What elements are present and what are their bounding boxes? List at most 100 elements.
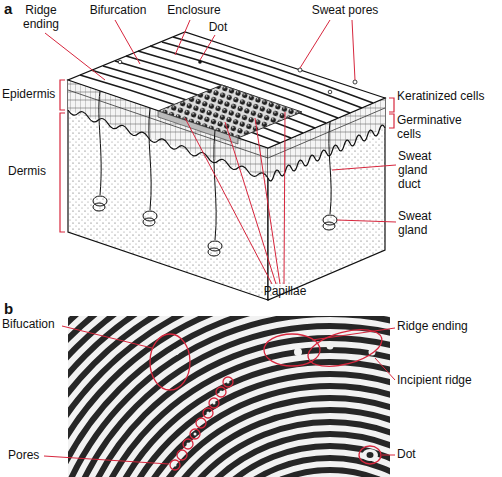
- fingerprint-ridge: [68, 316, 390, 477]
- sweat-gland: [149, 108, 151, 210]
- fingerprint-ridge: [68, 316, 390, 477]
- sweat-pore: [328, 90, 332, 94]
- leader-line: [375, 358, 395, 380]
- leader-line: [225, 122, 276, 284]
- layer-label: Dermis: [8, 165, 58, 179]
- pore: [181, 454, 184, 457]
- feature-marker: [150, 323, 386, 470]
- feature-label: Sweat pores: [300, 4, 390, 18]
- fingerprint-image: [68, 316, 390, 477]
- fingerprint-ridge: [68, 316, 390, 477]
- sweat-gland: [208, 248, 220, 256]
- leader-line: [175, 20, 190, 55]
- leader-line: [62, 326, 152, 348]
- leader-line: [332, 165, 396, 170]
- part-label: Sweat gland duct: [398, 150, 442, 191]
- part-label: Sweat gland: [398, 210, 442, 238]
- ridge-dot: [198, 60, 202, 64]
- leader-line: [312, 328, 395, 340]
- sweat-pore: [298, 68, 302, 72]
- ridge-gap: [173, 343, 376, 357]
- feature-label: Ridge ending: [397, 320, 497, 334]
- fingerprint-ridge: [68, 316, 390, 477]
- part-label: Papillae: [250, 285, 320, 299]
- sweat-pore: [118, 60, 357, 94]
- feature-label: Dot: [397, 448, 437, 462]
- feature-marker: [203, 408, 213, 418]
- top-surface: [158, 111, 238, 144]
- fingerprint-ridge: [68, 316, 390, 477]
- top-surface: [68, 32, 385, 148]
- feature-marker: [196, 418, 206, 428]
- layer-label: Epidermis: [2, 88, 60, 102]
- panel-letter: b: [4, 300, 24, 317]
- ridge-dot: [367, 452, 374, 458]
- leader-line: [300, 20, 330, 68]
- pore: [220, 391, 223, 394]
- fingerprint-ridge: [68, 316, 390, 477]
- fingerprint-ridge: [152, 422, 390, 477]
- sweat-pore: [118, 60, 122, 64]
- fingerprint-ridge: [68, 316, 390, 477]
- feature-marker: [150, 334, 190, 390]
- feature-marker: [304, 323, 386, 374]
- feature-marker: [209, 398, 219, 408]
- layer-bracket: [389, 114, 394, 128]
- ridge-gap: [173, 349, 179, 355]
- feature-marker: [223, 377, 233, 387]
- feature-label: Incipient ridge: [397, 374, 497, 388]
- feature-marker: [183, 439, 193, 449]
- feature-label: Dot: [203, 21, 233, 35]
- layer-bracket: [60, 80, 394, 232]
- sweat-pore: [353, 80, 357, 84]
- top-surface: [158, 85, 302, 138]
- leader-line: [337, 220, 396, 222]
- leader-line: [382, 455, 395, 456]
- fingerprint-ridge: [164, 434, 390, 477]
- sweat-gland: [329, 122, 331, 214]
- leader-line: [45, 33, 105, 80]
- feature-marker: [190, 429, 200, 439]
- layer-bracket: [60, 80, 65, 110]
- feature-label: Bifucation: [2, 318, 68, 332]
- feature-marker: [216, 387, 226, 397]
- fingerprint-ridge: [68, 316, 390, 477]
- panel-letter: a: [4, 0, 24, 17]
- fingerprint-ridge: [68, 326, 390, 477]
- sweat-gland: [99, 91, 101, 195]
- sweat-gland: [93, 203, 105, 211]
- sweat-gland: [323, 222, 335, 230]
- sweat-gland: [143, 218, 155, 226]
- feature-label: Enclosure: [160, 4, 228, 18]
- feature-marker: [264, 334, 320, 366]
- feature-label: Ridge ending: [18, 4, 64, 32]
- leader-line: [44, 326, 395, 464]
- fingerprint-ridge: [68, 316, 390, 477]
- sweat-gland: [93, 91, 337, 256]
- leader-line: [200, 35, 215, 60]
- layer-label: Germinative cells: [397, 114, 487, 142]
- fingerprint-ridge: [68, 316, 390, 477]
- leader-line: [115, 20, 140, 64]
- ridge-gap: [294, 348, 302, 356]
- feature-marker: [359, 446, 381, 464]
- sweat-gland: [214, 130, 216, 240]
- pore: [194, 433, 197, 436]
- feature-label: Pores: [8, 449, 48, 463]
- dot-background: [362, 449, 378, 461]
- top-surface: [158, 85, 302, 138]
- pore: [227, 381, 230, 384]
- leader-line: [352, 20, 355, 80]
- layer-bracket: [60, 113, 65, 232]
- feature-marker: [177, 450, 187, 460]
- layer-label: Keratinized cells: [397, 90, 487, 104]
- leader-line: [45, 20, 396, 284]
- top-surface: [68, 32, 385, 148]
- leader-line: [284, 112, 285, 284]
- pore: [213, 402, 216, 405]
- pore: [174, 381, 230, 467]
- ridge-gap: [327, 343, 334, 350]
